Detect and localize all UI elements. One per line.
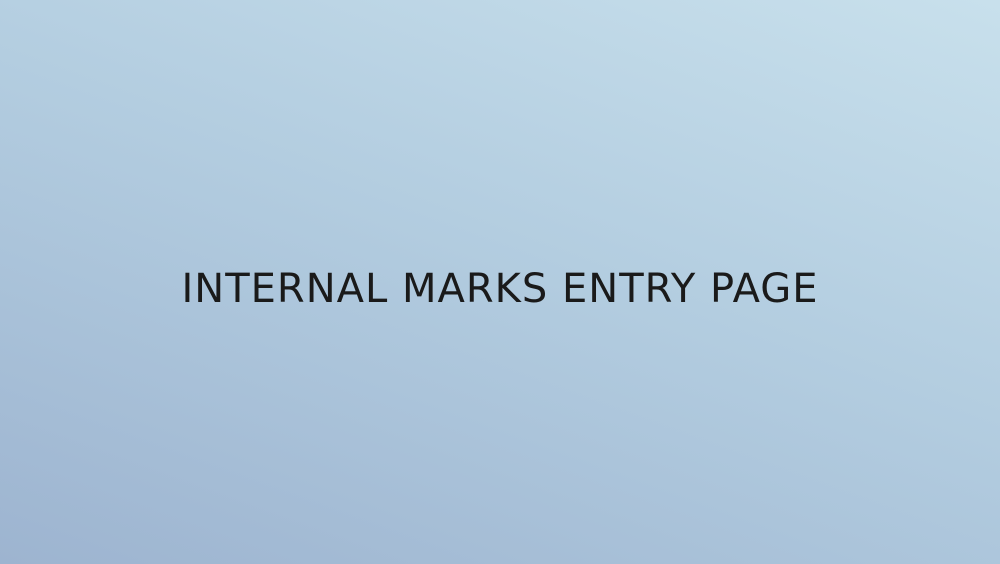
page-title: INTERNAL MARKS ENTRY PAGE [181,266,819,312]
